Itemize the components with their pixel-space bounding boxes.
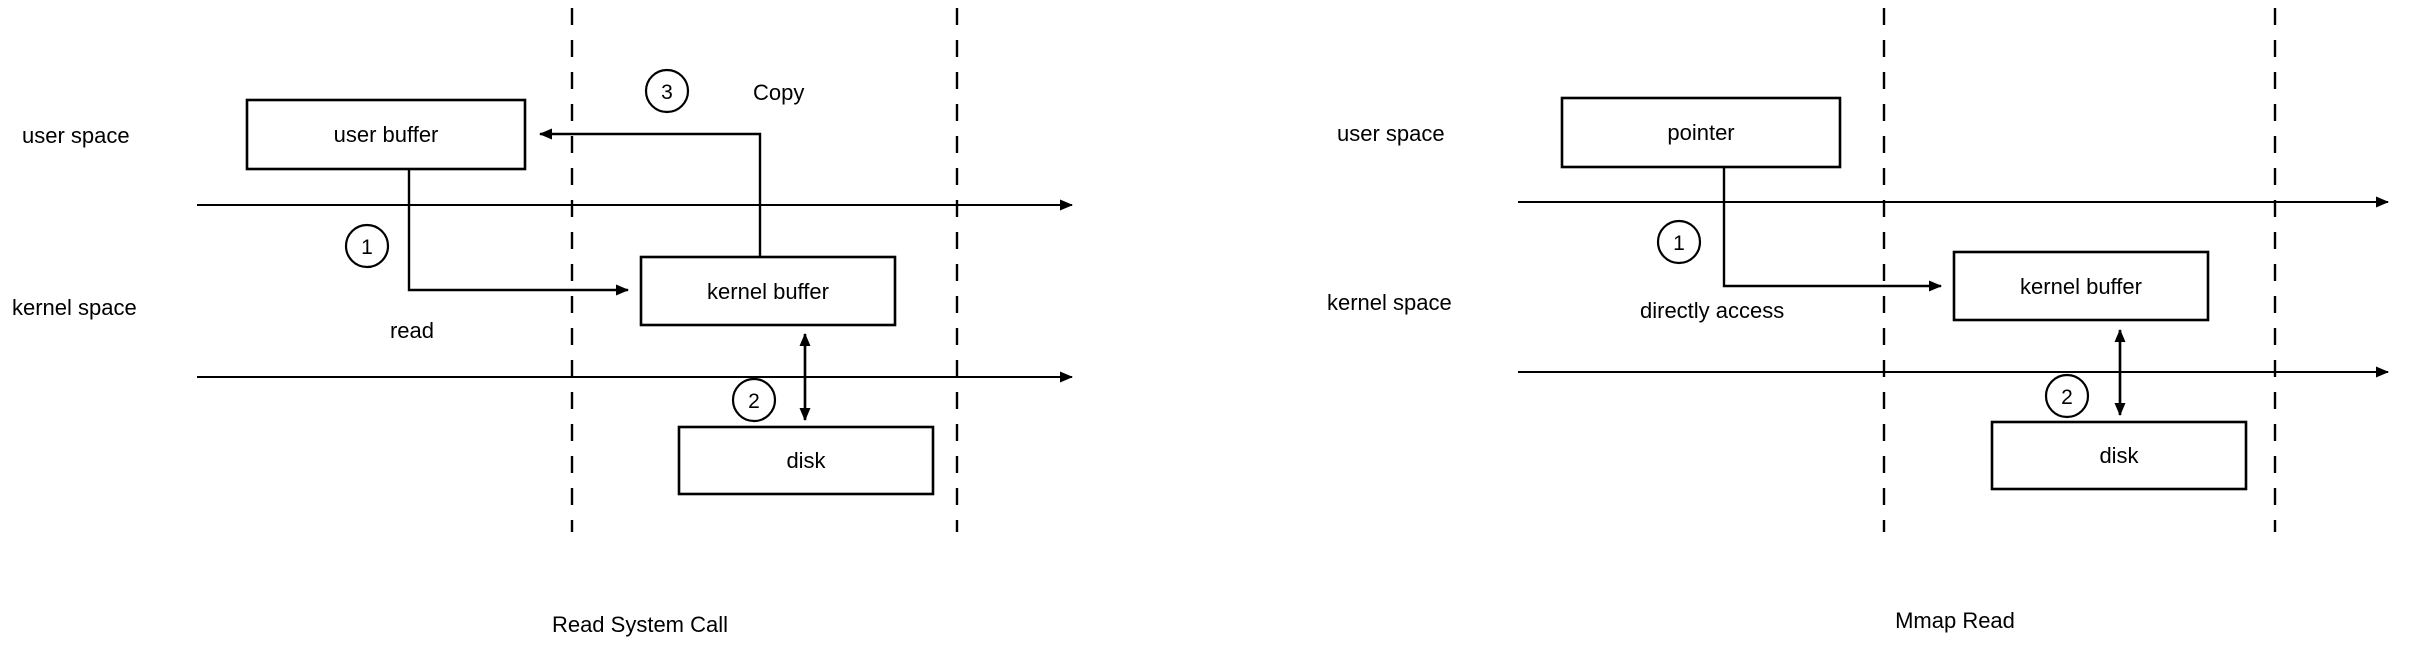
box-disk-2[interactable] (1990, 420, 2248, 491)
label-user-space: user space (22, 123, 130, 148)
label-step3-copy: Copy (753, 80, 804, 105)
label-kernel-space: kernel space (12, 295, 137, 320)
box-user-buffer[interactable] (245, 98, 527, 171)
text-disk: disk (786, 448, 826, 473)
text-disk-2: disk (2099, 443, 2139, 468)
label-kernel-space-2: kernel space (1327, 290, 1452, 315)
text-pointer: pointer (1667, 120, 1734, 145)
arrow-step3-copy (539, 128, 762, 257)
label-user-space-2: user space (1337, 121, 1445, 146)
box-disk[interactable] (677, 425, 935, 496)
box-pointer[interactable] (1560, 96, 1842, 169)
panel-read-system-call: user space kernel space user buffer kern… (12, 8, 1073, 637)
step-number-1: 1 (361, 236, 373, 259)
caption-mmap-read: Mmap Read (1895, 608, 2015, 633)
text-user-buffer: user buffer (334, 122, 439, 147)
caption-read-system-call: Read System Call (552, 612, 728, 637)
arrow-step1-directly-access (1722, 167, 1942, 292)
text-kernel-buffer: kernel buffer (707, 279, 829, 304)
label-step1-read: read (390, 318, 434, 343)
label-step1-directly-access: directly access (1640, 298, 1784, 323)
text-kernel-buffer-2: kernel buffer (2020, 274, 2142, 299)
step-marker-1-2 (1656, 219, 1702, 265)
step-marker-3 (644, 68, 690, 114)
step-number-2: 2 (748, 390, 760, 413)
step-marker-2-2 (2044, 373, 2090, 419)
step-marker-1 (344, 223, 390, 269)
step-number-1-2: 1 (1673, 232, 1685, 255)
step-number-2-2: 2 (2061, 386, 2073, 409)
step-marker-2 (731, 377, 777, 423)
arrow-step1-read (407, 169, 629, 296)
box-kernel-buffer[interactable] (639, 255, 897, 327)
step-number-3: 3 (661, 81, 673, 104)
panel-mmap-read: user space kernel space pointer kernel b… (1327, 8, 2389, 633)
box-kernel-buffer-2[interactable] (1952, 250, 2210, 322)
